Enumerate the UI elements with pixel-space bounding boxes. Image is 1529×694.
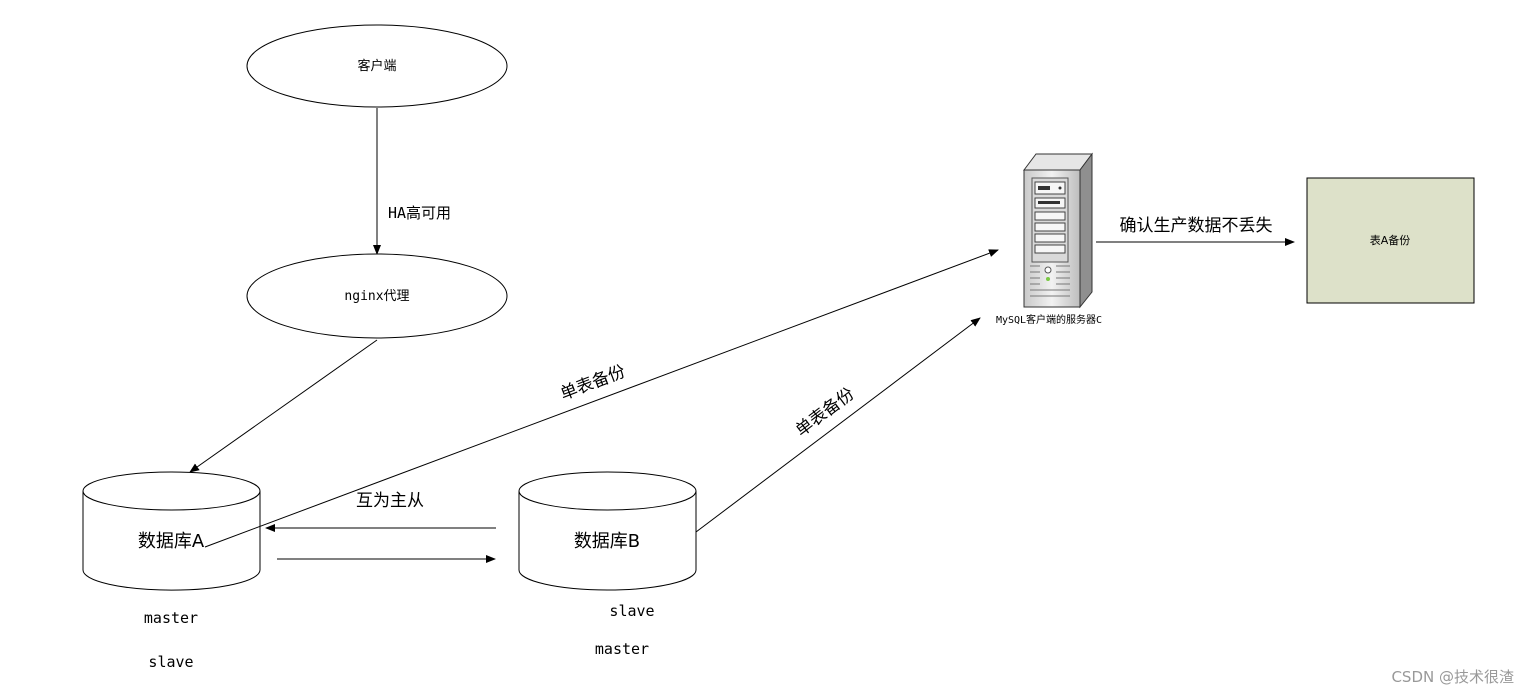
b-backup-label: 单表备份 xyxy=(792,384,858,441)
watermark: CSDN @技术很渣 xyxy=(1391,668,1514,686)
server-to-backup-label: 确认生产数据不丢失 xyxy=(1120,216,1273,236)
database-b-role-2: master xyxy=(595,640,649,658)
database-b-label: 数据库B xyxy=(574,531,640,552)
database-b-node: 数据库B xyxy=(518,471,697,591)
proxy-label: nginx代理 xyxy=(344,289,409,304)
server-label: MySQL客户端的服务器C xyxy=(996,313,1102,326)
server-icon xyxy=(1023,152,1093,309)
proxy-to-db-a-arrow xyxy=(189,339,378,473)
backup-box-node: 表A备份 xyxy=(1306,177,1475,304)
a-backup-label: 单表备份 xyxy=(558,362,629,405)
backup-box-label: 表A备份 xyxy=(1370,233,1411,247)
proxy-node: nginx代理 xyxy=(246,253,508,339)
database-a-node: 数据库A xyxy=(82,471,261,591)
backup-box xyxy=(1306,177,1475,304)
ha-label: HA高可用 xyxy=(388,204,451,222)
database-a-role-1: master xyxy=(144,609,198,627)
a-to-server-arrow xyxy=(204,249,999,548)
b-to-server-arrow xyxy=(695,317,981,533)
client-label: 客户端 xyxy=(357,58,396,74)
database-b-role-1: slave xyxy=(609,602,654,620)
client-node: 客户端 xyxy=(246,24,508,108)
database-a-label: 数据库A xyxy=(138,531,205,552)
mutual-replication-label: 互为主从 xyxy=(356,491,424,511)
database-a-role-2: slave xyxy=(148,653,193,671)
